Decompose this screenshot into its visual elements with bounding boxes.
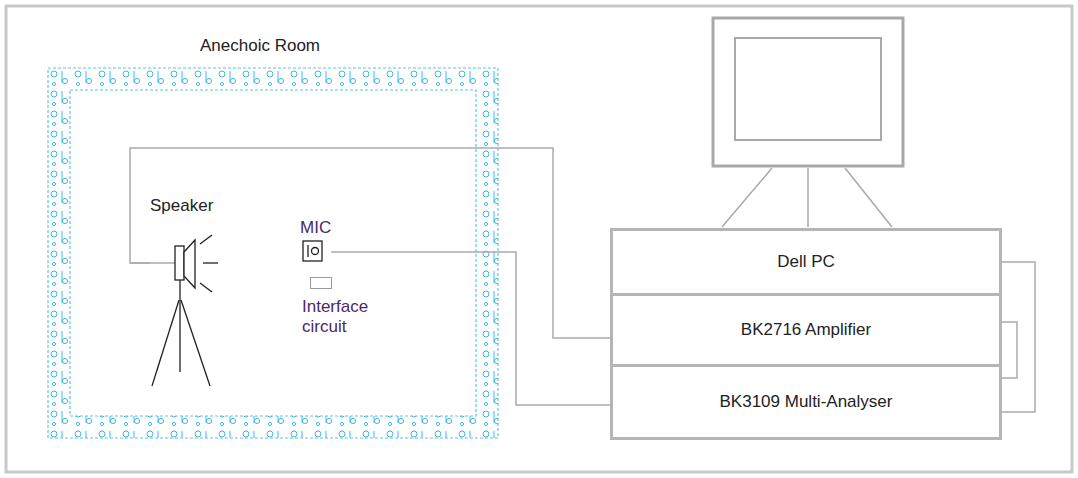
room-region: Anechoic RoomSpeakerMICInterface circuit — [48, 68, 498, 438]
node-label: Interface circuit — [302, 297, 402, 337]
node-label: Anechoic Room — [200, 36, 320, 56]
monitor — [713, 18, 903, 227]
node-label: BK3109 Multi-Analyser — [720, 392, 893, 412]
signal-cable — [1002, 322, 1017, 378]
amplifier-unit: BK2716 Amplifier — [610, 293, 1002, 367]
microphone: MIC — [300, 218, 331, 263]
mic-symbol — [302, 240, 324, 263]
node-label: MIC — [300, 218, 331, 238]
speaker-unit: Speaker — [150, 193, 230, 388]
node-label: BK2716 Amplifier — [741, 320, 871, 340]
pc-unit: Dell PC — [610, 228, 1002, 296]
analyser-unit: BK3109 Multi-Analyser — [610, 364, 1002, 440]
signal-cable — [130, 148, 610, 338]
signal-cable — [331, 252, 610, 405]
page-frame — [6, 6, 1072, 472]
node-label: Speaker — [150, 193, 230, 216]
room-inner-edge — [70, 90, 476, 416]
circuit-board — [310, 277, 332, 289]
speaker-symbol — [130, 235, 218, 386]
signal-cable — [1002, 262, 1035, 412]
node-label: Dell PC — [777, 252, 835, 272]
room-outer-edge — [48, 68, 498, 438]
absorber-wall — [48, 68, 498, 438]
interface-circuit: Interface circuit — [302, 277, 402, 337]
